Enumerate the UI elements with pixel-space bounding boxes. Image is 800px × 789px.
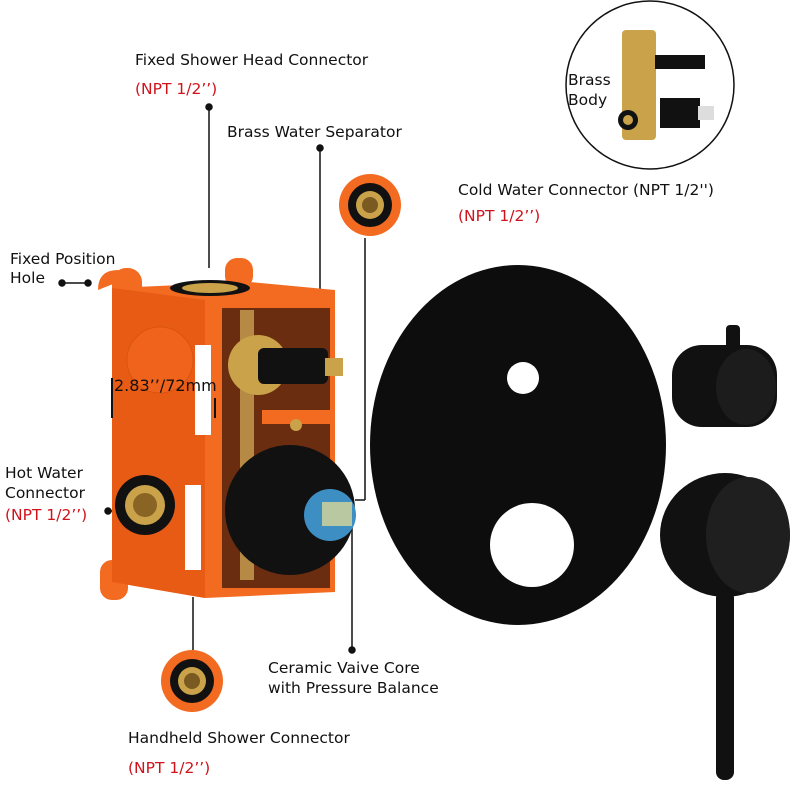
hot-water-label-2: Connector	[5, 484, 85, 502]
handheld-shower-label: Handheld Shower Connector	[128, 729, 350, 747]
escutcheon-plate	[370, 265, 666, 625]
orange-valve-box	[98, 258, 356, 600]
brass-body-inset	[565, 0, 735, 170]
brass-body-label-2: Body	[568, 91, 608, 109]
hot-water-label-1: Hot Water	[5, 464, 83, 482]
fixed-shower-head-label: Fixed Shower Head Connector	[135, 51, 369, 69]
cold-water-label: Cold Water Connector (NPT 1/2'')	[458, 181, 714, 199]
brass-body-label-1: Brass	[568, 71, 611, 89]
lever-handle	[660, 473, 790, 780]
dimension-label: 2.83’’/72mm	[114, 376, 217, 395]
brass-separator-label: Brass Water Separator	[227, 123, 402, 141]
fixed-position-hole-label-2: Hole	[10, 269, 45, 287]
ceramic-core-label-1: Ceramic Vaive Core	[268, 659, 420, 677]
connector-icon-top	[339, 174, 401, 236]
fixed-shower-head-spec: (NPT 1/2’’)	[135, 80, 218, 98]
fixed-position-hole-label-1: Fixed Position	[10, 250, 116, 268]
ceramic-core-label-2: with Pressure Balance	[268, 679, 439, 697]
connector-icon-bottom	[161, 650, 223, 712]
diverter-knob	[672, 325, 777, 427]
hot-water-spec: (NPT 1/2’’)	[5, 506, 88, 524]
handheld-shower-spec: (NPT 1/2’’)	[128, 759, 211, 777]
leader-lines	[58, 103, 366, 654]
cold-water-spec: (NPT 1/2’’)	[458, 207, 541, 225]
